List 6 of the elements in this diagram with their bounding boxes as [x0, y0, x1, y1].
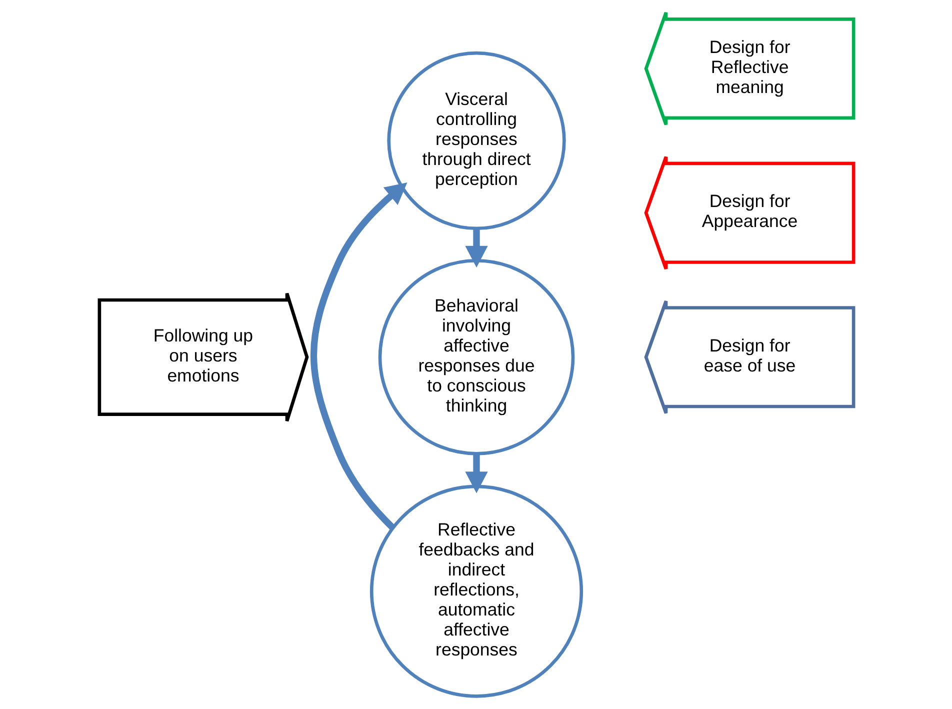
node-circle: Behavioral involving affective responses due to conscious thinking: [378, 258, 574, 456]
node-circle: Visceral controlling responses through direct perception: [386, 51, 566, 230]
node-circle: Reflective feedbacks and indirect reflections, automatic affective responses: [369, 484, 583, 698]
arrow: [464, 228, 488, 268]
arrow: [310, 182, 407, 530]
arrow: [464, 454, 488, 494]
